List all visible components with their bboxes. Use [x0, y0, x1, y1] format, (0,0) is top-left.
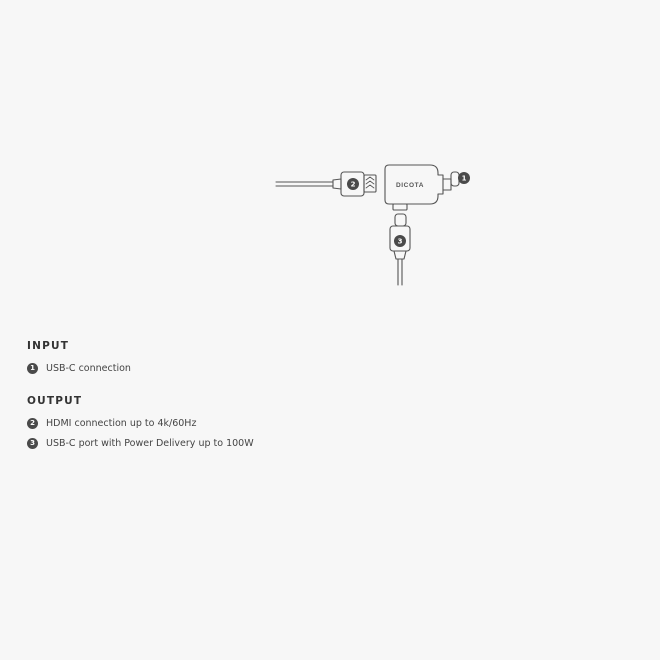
number-badge-1: 1: [27, 362, 38, 374]
svg-text:2: 2: [351, 181, 356, 189]
marker-1: 1: [458, 172, 470, 184]
adapter-connection-diagram: DICOTA 1 2 3: [275, 164, 470, 286]
svg-text:1: 1: [462, 175, 467, 183]
legend-item-usb-c-input: 1 USB-C connection: [27, 361, 131, 375]
svg-text:3: 3: [398, 238, 403, 246]
legend-text: HDMI connection up to 4k/60Hz: [46, 417, 197, 429]
marker-2: 2: [347, 178, 359, 190]
number-badge-3: 3: [27, 437, 38, 449]
dicota-logo: DICOTA: [396, 182, 424, 189]
input-heading: INPUT: [27, 340, 70, 352]
legend-item-hdmi-output: 2 HDMI connection up to 4k/60Hz: [27, 416, 196, 430]
legend-item-usb-c-pd-output: 3 USB-C port with Power Delivery up to 1…: [27, 436, 254, 450]
usb-c-cable-icon: [389, 213, 411, 286]
marker-3: 3: [394, 235, 406, 247]
legend-text: USB-C port with Power Delivery up to 100…: [46, 437, 254, 449]
hdmi-cable-icon: [275, 171, 377, 197]
number-badge-2: 2: [27, 417, 38, 429]
legend-text: USB-C connection: [46, 362, 131, 374]
output-heading: OUTPUT: [27, 395, 83, 407]
